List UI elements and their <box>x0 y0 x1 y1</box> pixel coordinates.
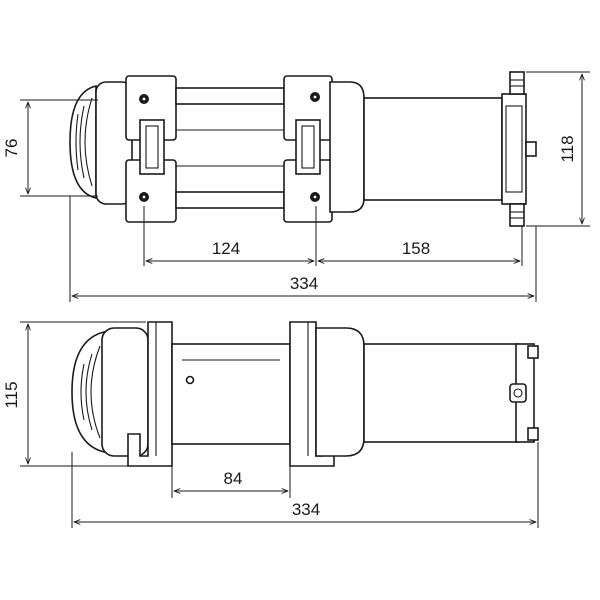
dim-334-top-label: 334 <box>290 274 318 293</box>
dim-124-label: 124 <box>212 239 240 258</box>
dim-115: 115 <box>2 321 146 467</box>
top-motor-body <box>363 97 503 201</box>
side-drum <box>171 343 291 445</box>
top-gearbox-housing <box>329 81 365 213</box>
dim-84: 84 <box>171 444 291 498</box>
top-motor-end-cap <box>501 71 537 227</box>
side-view: 115 84 334 <box>2 321 539 528</box>
top-left-mount-bracket <box>125 75 177 223</box>
side-terminal-icon <box>513 388 523 398</box>
side-drum-end-cover <box>71 327 149 457</box>
top-drum-end-cover <box>69 81 133 205</box>
dim-334-side: 334 <box>71 442 539 528</box>
top-right-mount-bracket <box>283 75 333 223</box>
side-motor-body <box>363 343 519 443</box>
top-tie-bars <box>175 87 285 209</box>
dim-84-label: 84 <box>224 469 243 488</box>
top-view: 76 118 124 158 334 <box>2 71 590 302</box>
side-gearbox-housing <box>315 327 365 457</box>
dim-158-label: 158 <box>402 239 430 258</box>
side-motor-end-cap <box>509 343 539 443</box>
dim-334-top: 334 <box>69 196 537 302</box>
dim-115-label: 115 <box>2 381 21 408</box>
dim-124-158: 124 158 <box>143 206 523 266</box>
dim-118: 118 <box>526 71 590 227</box>
dim-118-label: 118 <box>558 135 577 162</box>
dim-76-label: 76 <box>2 139 21 158</box>
dim-76: 76 <box>2 99 98 197</box>
dim-334-side-label: 334 <box>292 500 320 519</box>
side-drum-bolt <box>185 375 195 385</box>
